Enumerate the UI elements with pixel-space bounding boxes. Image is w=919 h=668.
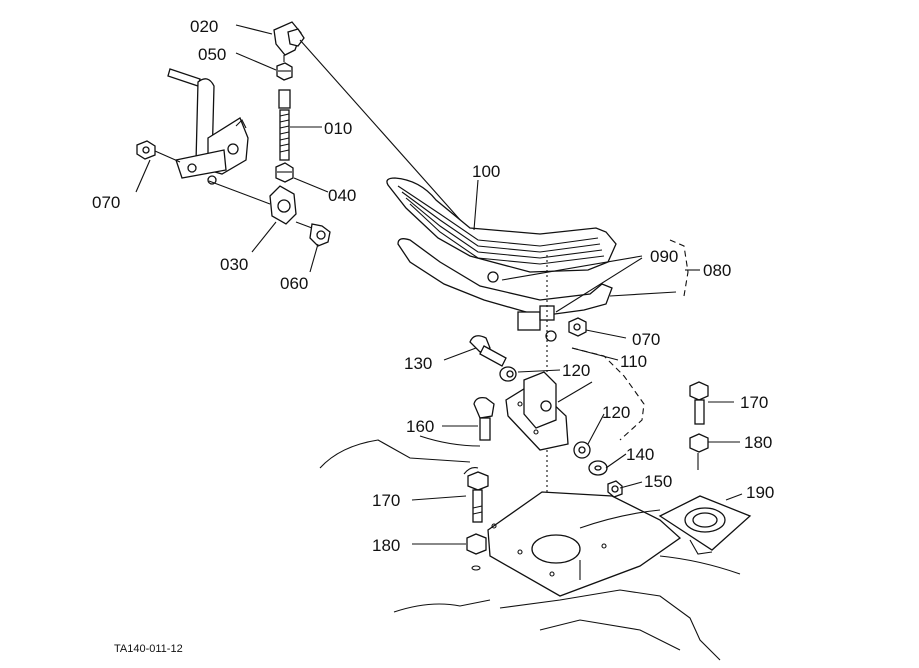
- bushing-120-lower: [573, 441, 591, 459]
- label-150: 150: [644, 472, 672, 491]
- link-line-020-pedal: [299, 39, 479, 241]
- bolt-130: [469, 335, 507, 367]
- label-120-lower: 120: [602, 403, 630, 422]
- label-180-left: 180: [372, 536, 400, 555]
- label-040: 040: [328, 186, 356, 205]
- label-100: 100: [472, 162, 500, 181]
- label-060: 060: [280, 274, 308, 293]
- label-170-right: 170: [740, 393, 768, 412]
- label-110: 110: [620, 352, 647, 371]
- rod-end-020: [273, 21, 305, 62]
- pedal-100: [386, 177, 617, 273]
- drawing-code: TA140-011-12: [114, 643, 183, 655]
- nut-180-right: [689, 433, 709, 470]
- label-080: 080: [703, 261, 731, 280]
- grommet-190: [658, 495, 752, 555]
- label-020: 020: [190, 17, 218, 36]
- part-labels: 020 050 010 070 040 030 060 100 090 080 …: [92, 17, 774, 555]
- nut-070-left: [136, 140, 181, 163]
- lever-bracket-assembly: [167, 68, 249, 185]
- threaded-rod-010: [278, 89, 291, 161]
- label-010: 010: [324, 119, 352, 138]
- bolt-170-left: [467, 471, 489, 523]
- label-120-upper: 120: [562, 361, 590, 380]
- floor-plate: [319, 435, 741, 661]
- label-140: 140: [626, 445, 654, 464]
- bolt-060: [295, 221, 331, 247]
- bolt-170-right: [689, 381, 709, 425]
- label-070-left: 070: [92, 193, 120, 212]
- label-030: 030: [220, 255, 248, 274]
- bushing-120-upper: [499, 366, 517, 382]
- rod-end-030: [208, 180, 297, 225]
- label-190: 190: [746, 483, 774, 502]
- nut-070-right: [545, 317, 587, 342]
- nut-150: [607, 480, 623, 498]
- label-130: 130: [404, 354, 432, 373]
- leader-lines: [135, 24, 743, 580]
- nut-050: [276, 62, 293, 81]
- label-160: 160: [406, 417, 434, 436]
- label-050: 050: [198, 45, 226, 64]
- nut-040: [275, 162, 294, 183]
- label-090: 090: [650, 247, 678, 266]
- nut-180-left: [466, 533, 487, 571]
- bolt-160: [473, 396, 495, 441]
- bracket-110: [505, 371, 569, 451]
- washer-140: [588, 460, 608, 476]
- label-170-left: 170: [372, 491, 400, 510]
- pedal-arm-080: [397, 238, 613, 331]
- label-070-right: 070: [632, 330, 660, 349]
- label-180-right: 180: [744, 433, 772, 452]
